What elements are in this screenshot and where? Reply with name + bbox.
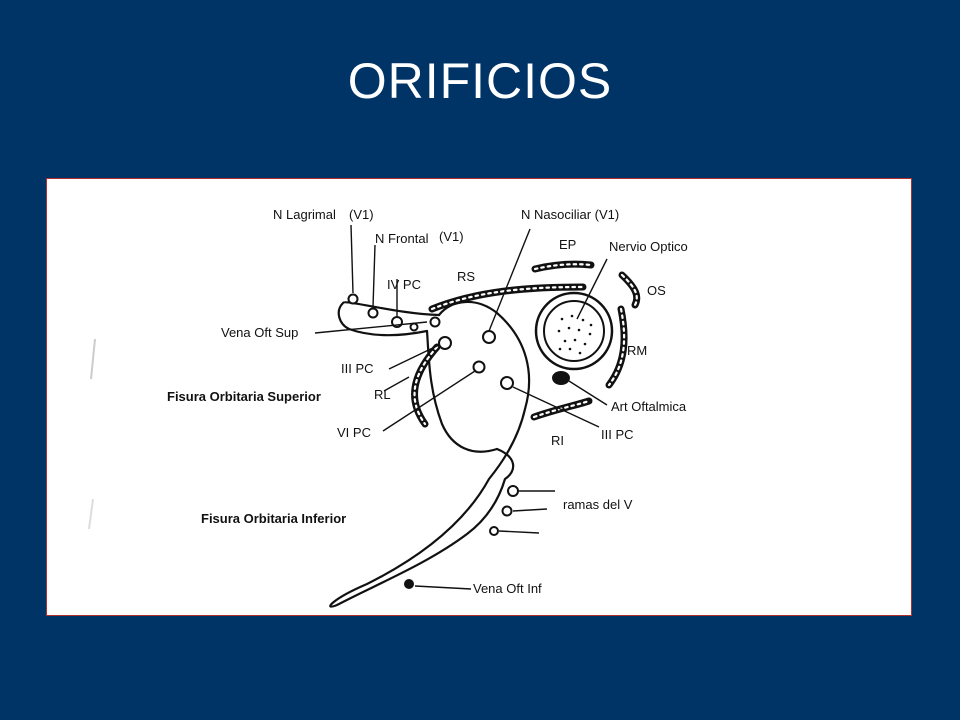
label-rm: RM [627,343,647,358]
superior-fissure-outline [329,300,531,608]
label-ep: EP [559,237,576,252]
small-hole [409,322,419,332]
frontal-nerve-hole [367,307,379,319]
label-n-lagrimal: N Lagrimal [273,207,336,222]
label-fisura-inferior: Fisura Orbitaria Inferior [201,511,346,526]
label-ri: RI [551,433,564,448]
label-iv-pc: IV PC [387,277,421,292]
label-v1-frontal: (V1) [439,229,464,244]
rama-v-hole-2 [501,505,513,517]
label-os: OS [647,283,666,298]
label-n-nasociliar: N Nasociliar (V1) [521,207,619,222]
label-ramas-del-v: ramas del V [563,497,633,512]
muscle-bands [411,260,641,428]
label-iii-pc-lower: III PC [601,427,634,442]
orbital-fissures-diagram: N Lagrimal (V1) N Frontal (V1) N Nasocil… [46,178,912,616]
iii-pc-upper-hole [438,336,452,350]
nasociliar-hole [482,330,496,344]
leader-lines [314,224,608,590]
label-v1-lagrimal: (V1) [349,207,374,222]
optic-canal [534,291,614,385]
label-vena-oft-inf: Vena Oft Inf [473,581,542,596]
diagram-canvas: N Lagrimal (V1) N Frontal (V1) N Nasocil… [88,207,688,608]
sup-ophthalmic-vein-hole [429,316,441,328]
label-nervio-optico: Nervio Optico [609,239,688,254]
rama-v-hole-1 [507,485,519,497]
label-fisura-superior: Fisura Orbitaria Superior [167,389,321,404]
label-rl: RL [374,387,391,402]
ophthalmic-artery-dot [552,371,570,385]
label-n-frontal: N Frontal [375,231,429,246]
label-rs: RS [457,269,475,284]
inf-ophthalmic-vein-hole [404,579,414,589]
iii-pc-lower-hole [500,376,514,390]
slide-title: ORIFICIOS [347,53,613,109]
label-vena-oft-sup: Vena Oft Sup [221,325,298,340]
label-iii-pc-upper: III PC [341,361,374,376]
rama-v-hole-3 [489,526,499,536]
label-vi-pc: VI PC [337,425,371,440]
vi-pc-hole [472,360,486,374]
lagrimal-nerve-hole [347,293,359,305]
label-art-oftalmica: Art Oftalmica [611,399,687,414]
